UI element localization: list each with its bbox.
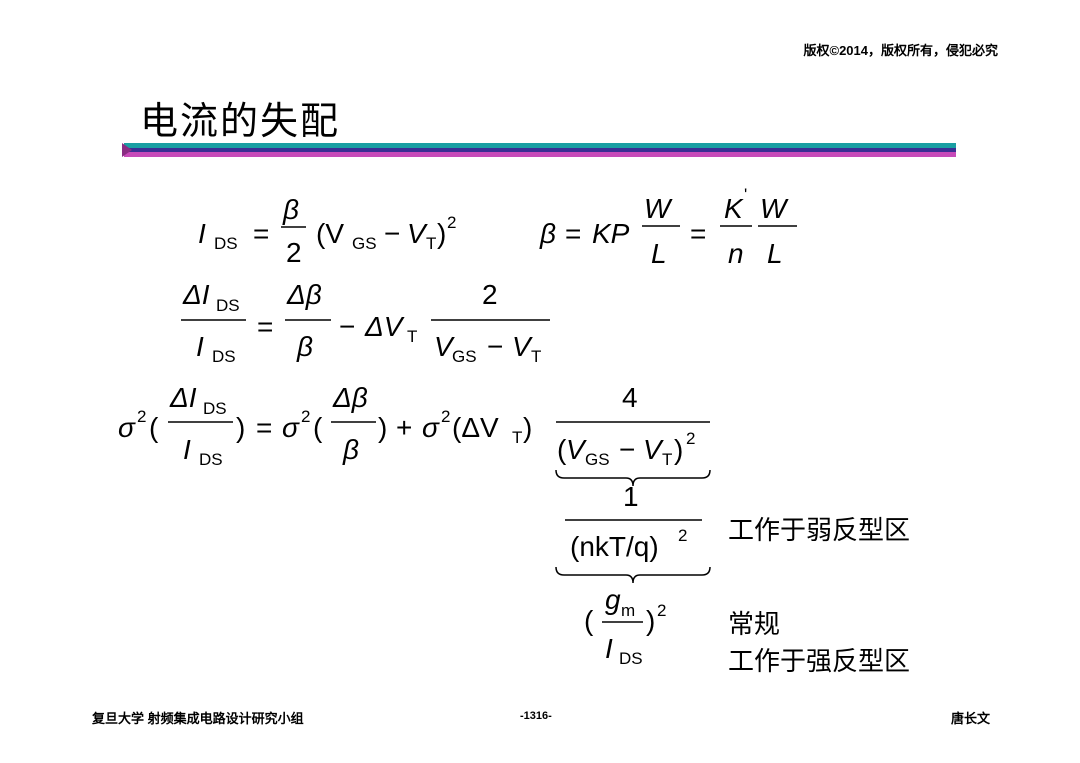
eq1-lhs: I — [198, 218, 206, 249]
eq1-num: β — [282, 194, 299, 225]
eq2-eq1: = — [565, 218, 581, 249]
eq4-vt: V — [643, 434, 664, 465]
slide-title: 电流的失配 — [140, 99, 341, 143]
eq1-power: 2 — [447, 213, 456, 232]
eq2-eq2: = — [690, 218, 706, 249]
eq-beta: β = KP W L = K ' n W L — [539, 185, 797, 269]
note-weak-inversion: 工作于弱反型区 — [728, 516, 911, 546]
underbrace-1 — [555, 469, 711, 487]
eq3-dbeta: Δβ — [286, 279, 322, 310]
eq4-minus: − — [619, 434, 635, 465]
bullet-icon — [122, 143, 132, 157]
eq3-gs-sub: GS — [452, 347, 477, 366]
eq3-beta: β — [296, 331, 313, 362]
eq4-nkt: (nkT/q) — [570, 531, 659, 562]
eq1-t-sub: T — [426, 234, 436, 253]
eq2-w1: W — [644, 193, 673, 224]
eq3-eq: = — [257, 311, 273, 342]
eq4-sq3: 2 — [441, 407, 450, 426]
eq4-I2: I — [605, 633, 613, 664]
eq4-t-sub: T — [512, 428, 522, 447]
eq-relative-mismatch: ΔI DS I DS = Δβ β − ΔV T 2 V GS − V T — [181, 279, 550, 366]
footer-page-number: -1316- — [520, 710, 552, 722]
eq4-paren1: ( — [149, 412, 159, 443]
eq1-equals: = — [253, 218, 269, 249]
eq2-l1: L — [651, 238, 667, 269]
eq3-I: I — [196, 331, 204, 362]
eq3-vt-sub: T — [531, 347, 541, 366]
eq4-one: 1 — [623, 481, 639, 512]
footer-affiliation: 复旦大学 射频集成电路设计研究小组 — [92, 711, 304, 726]
eq4-I-sub: DS — [199, 450, 223, 469]
note-normal: 常规 — [728, 610, 781, 640]
eq4-sigma1: σ — [118, 412, 136, 443]
eq4-dvt: (ΔV — [452, 412, 499, 443]
eq1-gs-sub: GS — [352, 234, 377, 253]
eq1-paren-v: (V — [316, 218, 344, 249]
eq4-sq1: 2 — [137, 407, 146, 426]
eq4-paren-vgs: ( — [557, 434, 567, 465]
eq3-dI-sub: DS — [216, 296, 240, 315]
eq4-vt-sub: T — [662, 450, 672, 469]
note-strong-inversion: 工作于强反型区 — [728, 647, 911, 677]
eq3-minus2: − — [487, 331, 503, 362]
eq4-eq: = — [256, 412, 272, 443]
eq1-vt: V — [407, 218, 428, 249]
eq1-lhs-sub: DS — [214, 234, 238, 253]
eq3-dI: ΔI — [182, 279, 210, 310]
eq4-close2: ) — [378, 412, 387, 443]
eq4-dI-sub: DS — [203, 399, 227, 418]
eq4-close-gm: ) — [646, 605, 655, 636]
eq2-w2: W — [760, 193, 789, 224]
eq4-gm-sq: 2 — [657, 601, 666, 620]
eq1-close: ) — [437, 218, 446, 249]
eq-variance: σ 2 ( ΔI DS I DS ) = σ 2 ( Δβ β ) + σ 2 … — [118, 382, 711, 668]
eq4-I2-sub: DS — [619, 649, 643, 668]
footer-author: 唐长文 — [950, 711, 990, 726]
copyright-notice: 版权©2014，版权所有，侵犯必究 — [803, 43, 999, 58]
eq4-vgs: V — [566, 434, 587, 465]
eq4-gs-sub: GS — [585, 450, 610, 469]
underbrace-2 — [555, 566, 711, 584]
eq4-close-vgs: ) — [674, 434, 683, 465]
eq-drain-current: I DS = β 2 (V GS − V T ) 2 — [198, 194, 456, 268]
eq4-paren2: ( — [313, 412, 323, 443]
eq2-l2: L — [767, 238, 783, 269]
eq4-plus: + — [396, 412, 412, 443]
eq4-close1: ) — [236, 412, 245, 443]
eq3-dV: ΔV — [364, 311, 405, 342]
eq4-I: I — [183, 434, 191, 465]
eq3-I-sub: DS — [212, 347, 236, 366]
eq4-m-sub: m — [621, 601, 635, 620]
eq3-minus: − — [339, 311, 355, 342]
eq2-k: K — [724, 193, 744, 224]
eq4-vgs-sq: 2 — [686, 429, 695, 448]
eq1-den: 2 — [286, 237, 302, 268]
eq3-two: 2 — [482, 279, 498, 310]
eq4-dI: ΔI — [169, 382, 197, 413]
eq4-four: 4 — [622, 382, 638, 413]
eq4-close3: ) — [523, 412, 532, 443]
eq2-n: n — [728, 238, 744, 269]
eq2-prime: ' — [744, 185, 747, 204]
eq4-sq2: 2 — [301, 407, 310, 426]
title-underline — [124, 143, 956, 157]
eq3-vgs: V — [434, 331, 455, 362]
eq1-minus: − — [384, 218, 400, 249]
eq2-beta: β — [539, 218, 556, 249]
eq4-sigma2: σ — [282, 412, 300, 443]
eq4-beta: β — [342, 434, 359, 465]
eq4-gm: g — [605, 584, 621, 615]
eq2-kp: KP — [592, 218, 630, 249]
eq3-vt: V — [512, 331, 533, 362]
eq4-sigma3: σ — [422, 412, 440, 443]
eq3-t-sub: T — [407, 327, 417, 346]
eq4-dbeta: Δβ — [332, 382, 368, 413]
eq4-paren-gm: ( — [584, 605, 594, 636]
eq4-nkt-sq: 2 — [678, 526, 687, 545]
